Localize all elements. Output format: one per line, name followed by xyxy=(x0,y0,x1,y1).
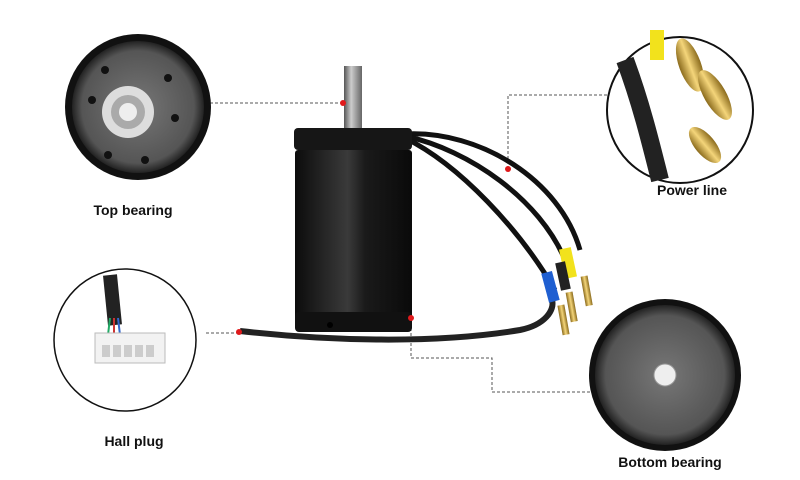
connector-1 xyxy=(580,275,593,307)
bottom-bearing-label: Bottom bearing xyxy=(618,454,722,470)
hall-plug-label: Hall plug xyxy=(104,433,164,449)
hall-cable xyxy=(239,299,556,343)
motor xyxy=(294,66,412,332)
power-wires xyxy=(403,131,583,292)
motor-top-cap xyxy=(294,128,412,150)
bottom-bearing-leader xyxy=(410,318,592,393)
top-bearing-inset xyxy=(65,34,211,180)
blue-sleeve xyxy=(541,270,560,303)
markers xyxy=(236,100,511,335)
top-bearing-label: Top bearing xyxy=(93,202,173,218)
bottom-bearing-marker xyxy=(408,315,414,321)
black-sleeve xyxy=(555,261,571,291)
motor-bottom-ring xyxy=(295,312,412,332)
top-bearing-marker xyxy=(340,100,346,106)
hall-plug-inset xyxy=(53,268,197,412)
connector-2 xyxy=(565,291,578,323)
bottom-bearing-inset xyxy=(589,299,741,451)
power-line-label: Power line xyxy=(656,182,728,198)
connector-3 xyxy=(557,304,570,336)
power-line-leader xyxy=(507,94,608,169)
yellow-sleeve xyxy=(559,247,577,279)
leader-lines xyxy=(206,94,608,393)
power-line-marker xyxy=(505,166,511,172)
motor-body xyxy=(295,150,412,330)
hall-plug-marker xyxy=(236,329,242,335)
power-line-inset xyxy=(606,30,754,184)
motor-shaft xyxy=(344,66,362,130)
